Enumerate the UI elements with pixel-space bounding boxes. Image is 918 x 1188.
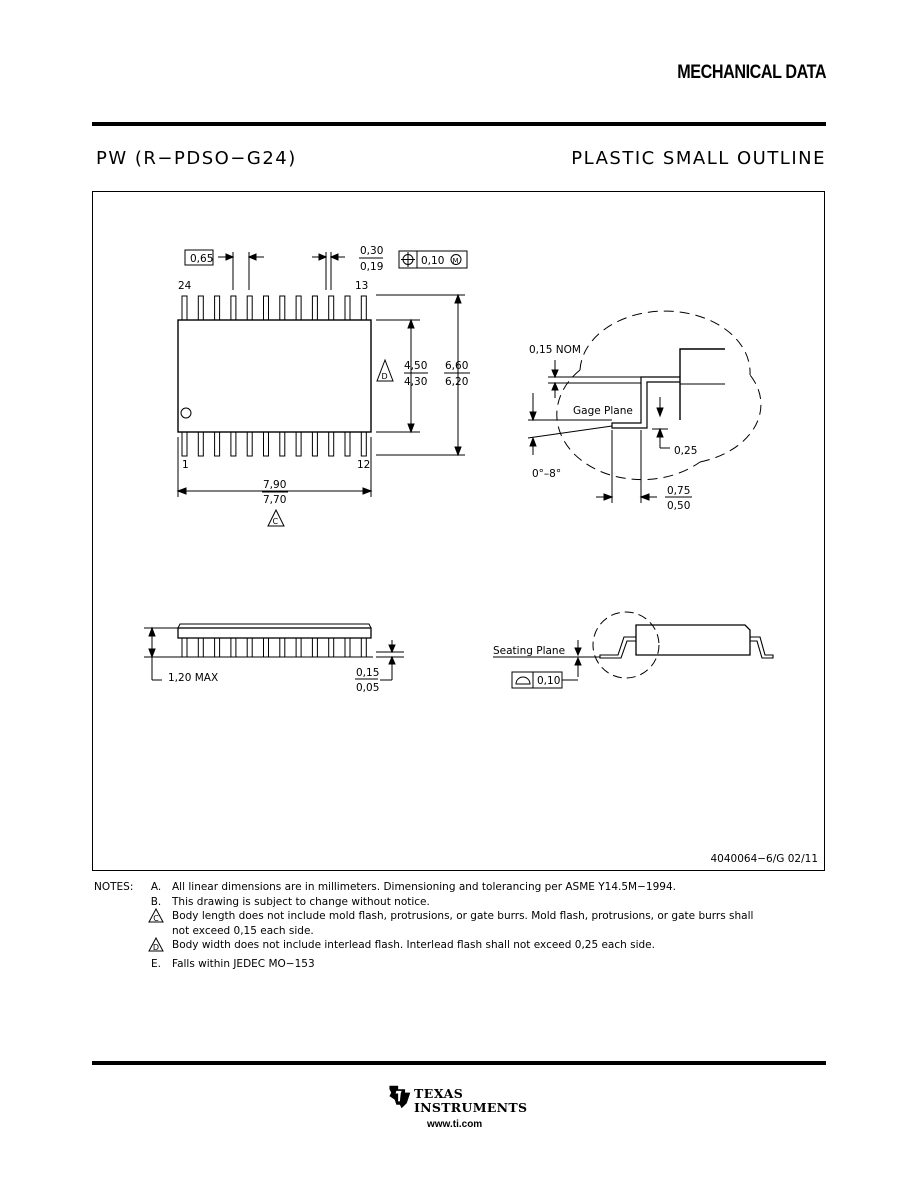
lead [360, 431, 367, 457]
foot-max: 0,75 [667, 485, 690, 497]
lead [360, 295, 367, 321]
gage-dim: 0,25 [674, 445, 697, 457]
lead [263, 431, 269, 457]
pin1-marker [180, 407, 192, 419]
lead-width-min: 0,19 [360, 261, 383, 273]
lead [295, 295, 302, 321]
seating-plane-label: Seating Plane [493, 645, 565, 657]
lead [230, 295, 237, 321]
flatness-value: 0,10 [537, 675, 560, 687]
lead [328, 295, 335, 321]
position-tol-modifier: M [453, 257, 459, 265]
package-body [177, 319, 372, 433]
logo-line2: INSTRUMENTS [414, 1100, 528, 1115]
lead [295, 431, 302, 457]
document-number: 4040064−6/G 02/11 [710, 853, 818, 865]
page-title: MECHANICAL DATA [677, 62, 826, 83]
lead [279, 431, 286, 457]
lead [344, 431, 351, 457]
side-lead [197, 637, 204, 658]
lead [263, 295, 269, 321]
lead [279, 295, 286, 321]
body-width-max: 4,50 [404, 360, 427, 372]
pin-bottom-left: 1 [182, 459, 189, 471]
lead [181, 295, 188, 321]
body-length-min: 7,70 [263, 494, 286, 506]
angle-label: 0°–8° [532, 468, 561, 480]
package-code: PW (R−PDSO−G24) [96, 148, 297, 169]
side-lead [328, 637, 335, 658]
ti-logo-icon [389, 1085, 411, 1109]
top-leads [181, 295, 367, 321]
gage-plane-label: Gage Plane [573, 405, 633, 417]
side-lead [311, 637, 318, 658]
lead [181, 431, 188, 457]
drawing-frame [92, 191, 825, 871]
lead [328, 431, 335, 457]
standoff-max: 0,15 [356, 667, 379, 679]
lead [230, 431, 237, 457]
side-lead [181, 637, 188, 658]
side-lead [214, 637, 221, 658]
pin-top-right: 13 [355, 280, 368, 292]
height-label: 1,20 MAX [168, 672, 218, 684]
side-lead [295, 637, 302, 658]
standoff-min: 0,05 [356, 682, 379, 694]
lead [311, 431, 318, 457]
footer-rule [92, 1061, 826, 1065]
lead [246, 295, 253, 321]
side-lead [360, 637, 367, 658]
note-triangle-icon [148, 937, 164, 952]
position-tol-value: 0,10 [421, 255, 444, 267]
body-length-max: 7,90 [263, 479, 286, 491]
lead-width-max: 0,30 [360, 245, 383, 257]
bottom-leads [181, 431, 367, 457]
notes-label: NOTES: [94, 881, 134, 893]
body-width-note: D [382, 372, 388, 381]
body-length-note: C [273, 517, 279, 526]
lead [214, 431, 221, 457]
overall-width-min: 6,20 [445, 376, 468, 388]
header-rule [92, 122, 826, 126]
side-leads [181, 637, 367, 658]
side-lead [344, 637, 351, 658]
nom-label: 0,15 NOM [529, 344, 581, 356]
lead [311, 295, 318, 321]
logo-line1: TEXAS [414, 1086, 464, 1101]
note-triangle-icon [148, 908, 164, 923]
lead [246, 431, 253, 457]
package-type: PLASTIC SMALL OUTLINE [571, 148, 826, 169]
lead [197, 431, 204, 457]
overall-width-max: 6,60 [445, 360, 468, 372]
lead [214, 295, 221, 321]
lead [344, 295, 351, 321]
pin-top-left: 24 [178, 280, 192, 292]
side-lead [230, 637, 237, 658]
side-lead [246, 637, 253, 658]
foot-min: 0,50 [667, 500, 690, 512]
footer-url[interactable]: www.ti.com [427, 1119, 483, 1130]
pitch-value: 0,65 [190, 253, 213, 265]
body-width-min: 4,30 [404, 376, 427, 388]
side-lead [263, 637, 269, 658]
pitch-box [184, 249, 214, 266]
pin-bottom-right: 12 [357, 459, 370, 471]
lead [197, 295, 204, 321]
side-lead [279, 637, 286, 658]
